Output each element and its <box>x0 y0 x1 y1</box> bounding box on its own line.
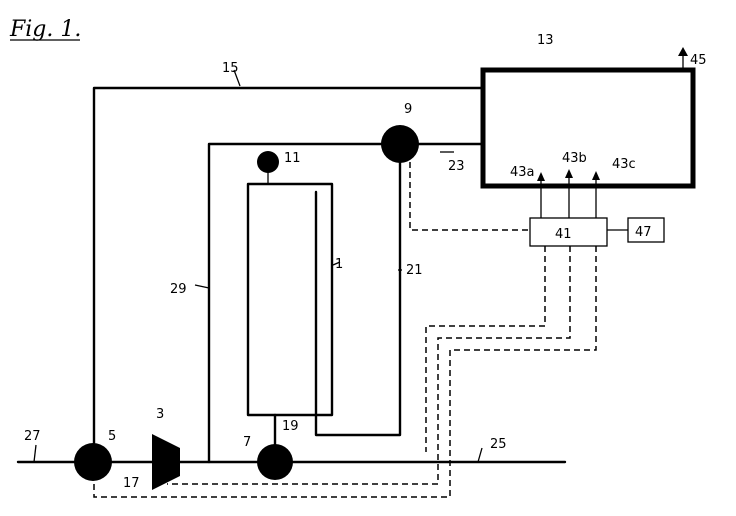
leader-25 <box>478 448 482 462</box>
label-19: 19 <box>282 419 299 434</box>
sensor-43a-arrow <box>537 172 545 181</box>
compressor-3 <box>152 434 180 490</box>
sensor-43c-arrow <box>592 171 600 180</box>
tank-1 <box>248 184 332 415</box>
control-line-valve-7 <box>426 246 545 452</box>
valve-5 <box>74 443 112 481</box>
valve-9 <box>381 125 419 163</box>
label-23: 23 <box>448 159 465 174</box>
label-43c: 43c <box>612 157 636 172</box>
leader-27 <box>34 445 36 462</box>
line-21 <box>316 160 400 435</box>
label-25: 25 <box>490 437 507 452</box>
label-41: 41 <box>555 227 572 242</box>
label-29: 29 <box>170 282 187 297</box>
label-17: 17 <box>123 476 140 491</box>
label-3: 3 <box>156 407 164 422</box>
valve-7 <box>257 444 293 480</box>
control-line-compressor-3 <box>167 246 570 484</box>
leader-29 <box>195 285 209 288</box>
label-21: 21 <box>406 263 423 278</box>
label-1: 1 <box>335 257 343 272</box>
label-9: 9 <box>404 102 412 117</box>
figure-title: Fig. 1. <box>9 17 81 42</box>
label-43b: 43b <box>562 151 587 166</box>
label-27: 27 <box>24 429 41 444</box>
arrow-45-head <box>678 47 688 56</box>
label-5: 5 <box>108 429 116 444</box>
line-15 <box>94 88 483 447</box>
label-47: 47 <box>635 225 652 240</box>
sensor-43b-arrow <box>565 169 573 178</box>
label-43a: 43a <box>510 165 535 180</box>
label-15: 15 <box>222 61 239 76</box>
label-13: 13 <box>537 33 554 48</box>
label-45: 45 <box>690 53 707 68</box>
gauge-11 <box>257 151 279 173</box>
label-11: 11 <box>284 151 301 166</box>
label-7: 7 <box>243 435 251 450</box>
